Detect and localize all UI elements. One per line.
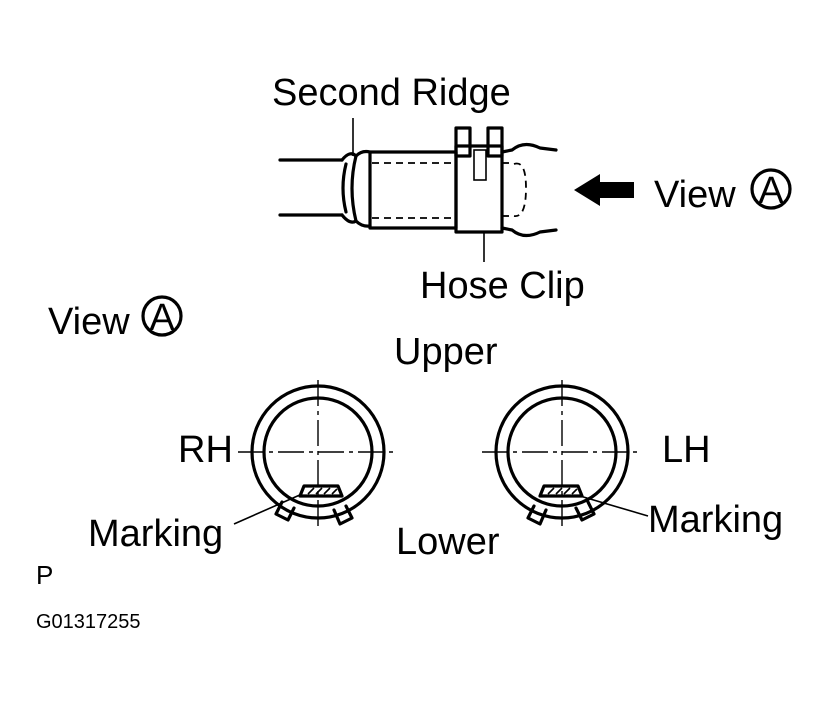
page-letter: P — [36, 560, 53, 590]
view-letter-top: A — [758, 170, 784, 212]
rh-label: RH — [178, 429, 233, 471]
upper-label: Upper — [394, 331, 498, 373]
rh-clip-view — [233, 380, 398, 530]
lh-marking-label: Marking — [648, 499, 783, 541]
lower-label: Lower — [396, 521, 500, 563]
lh-marking-leader — [579, 495, 649, 517]
rh-marking-label: Marking — [88, 513, 223, 555]
circle-a-icon-left — [141, 295, 183, 337]
rh-marking — [298, 484, 344, 498]
figure-code: G01317255 — [36, 611, 141, 633]
view-letter-left: A — [149, 297, 175, 339]
circle-a-icon-top — [750, 168, 792, 210]
view-word-left: View — [48, 301, 130, 343]
second-ridge-label: Second Ridge — [272, 72, 511, 114]
rh-marking-leader — [233, 493, 303, 525]
hose-assembly — [278, 118, 634, 262]
view-word-top: View — [654, 174, 736, 216]
lh-label: LH — [662, 429, 711, 471]
lh-marking — [538, 484, 584, 498]
hose-clip-label: Hose Clip — [420, 265, 585, 307]
view-arrow-icon — [574, 174, 634, 206]
lh-clip-view — [482, 380, 649, 530]
